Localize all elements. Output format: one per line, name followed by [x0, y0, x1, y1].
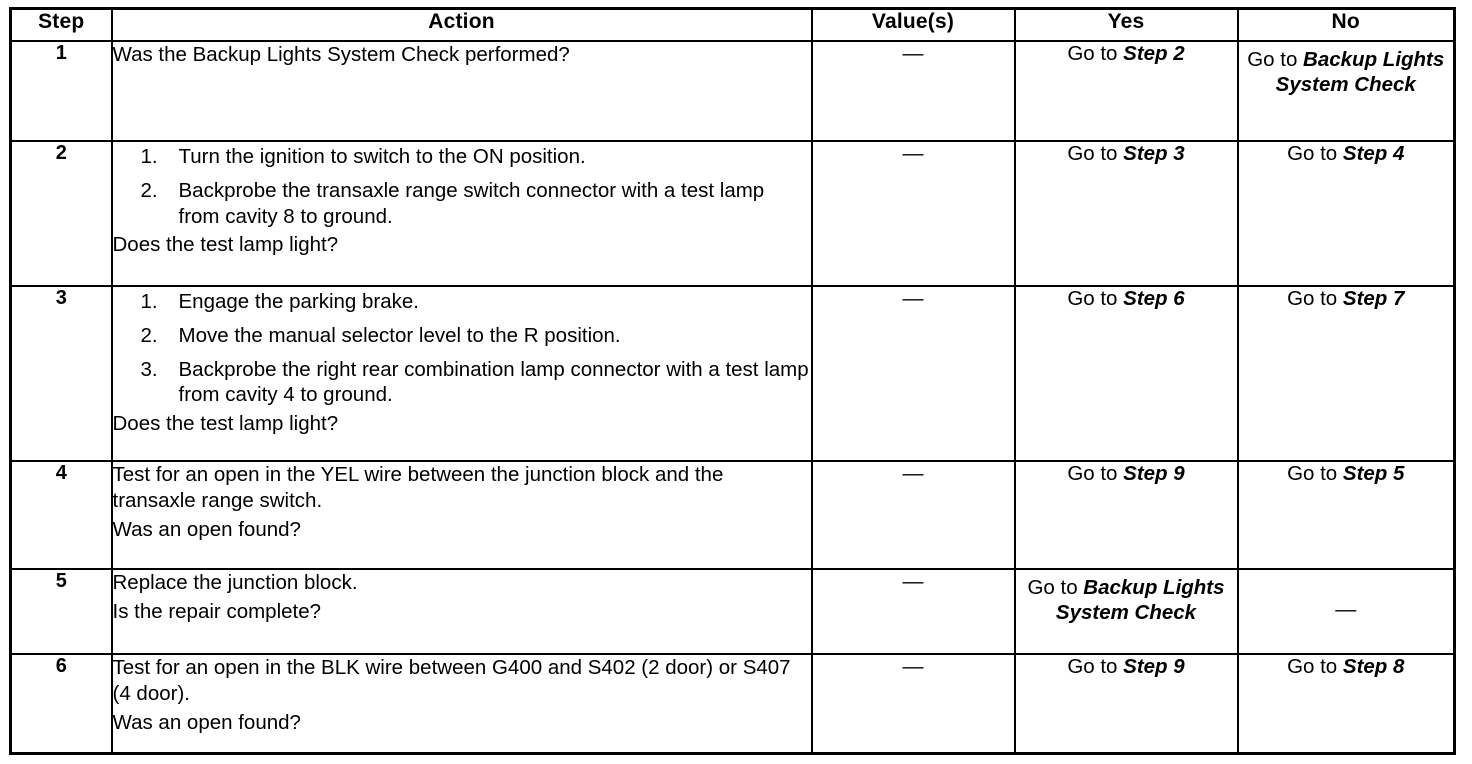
action-step-item: 1. Engage the parking brake.: [113, 289, 811, 315]
table-row: 2 1. Turn the ignition to switch to the ON…: [9, 140, 1456, 287]
action-cell: 1. Turn the ignition to switch to the ON …: [110, 140, 813, 287]
action-cell: Replace the junction block. Is the repair…: [110, 568, 813, 655]
yes-branch-cell: Go to Step 6: [1013, 285, 1239, 462]
branch-destination: Step 3: [1123, 142, 1185, 165]
goto-label: Go to: [1027, 576, 1084, 599]
yes-branch-cell: Go to Step 9: [1013, 460, 1239, 570]
action-step-item: 3. Backprobe the right rear combination l…: [113, 357, 811, 409]
value-cell: —: [810, 285, 1016, 462]
action-cell: Was the Backup Lights System Check perfo…: [110, 40, 813, 142]
value-cell: —: [810, 460, 1016, 570]
value-cell: —: [810, 568, 1016, 655]
action-step-number: 2.: [140, 323, 158, 347]
action-step-text: Backprobe the right rear combination lam…: [178, 357, 809, 407]
action-step-text: Backprobe the transaxle range switch con…: [178, 178, 765, 228]
no-branch-cell: Go to Backup Lights System Check: [1236, 40, 1456, 142]
value-cell: —: [810, 140, 1016, 287]
goto-label: Go to: [1287, 287, 1343, 310]
yes-branch-cell: Go to Step 9: [1013, 653, 1239, 754]
goto-label: Go to: [1067, 287, 1124, 310]
action-step-list: 1. Engage the parking brake. 2. Move the ma…: [113, 289, 811, 408]
yes-branch-cell: Go to Step 2: [1013, 40, 1239, 142]
branch-destination: Step 4: [1342, 142, 1405, 165]
action-cell: Test for an open in the YEL wire between…: [110, 460, 813, 570]
branch-destination: Step 5: [1342, 462, 1405, 485]
no-branch-cell: Go to Step 4: [1236, 140, 1456, 287]
action-step-number: 1.: [140, 145, 158, 168]
branch-destination: Step 9: [1123, 462, 1185, 485]
goto-label: Go to: [1067, 655, 1124, 678]
goto-label: Go to: [1247, 48, 1304, 71]
value-cell: —: [810, 40, 1016, 142]
action-question-text: Is the repair complete?: [112, 600, 322, 624]
step-number-cell: 4: [9, 460, 113, 570]
step-number-cell: 6: [9, 653, 113, 754]
action-lead-text: Test for an open in the YEL wire between…: [112, 463, 724, 513]
branch-dash: —: [1335, 597, 1357, 621]
branch-destination: Step 8: [1342, 655, 1405, 678]
action-cell: Test for an open in the BLK wire between…: [110, 653, 813, 754]
goto-label: Go to: [1067, 42, 1124, 65]
header-row: Step Action Value(s) Yes No: [9, 7, 1456, 42]
column-header-value: Value(s): [810, 7, 1016, 42]
goto-label: Go to: [1287, 462, 1343, 485]
action-lead-text: Was the Backup Lights System Check perfo…: [112, 43, 570, 66]
step-number-cell: 1: [9, 40, 113, 142]
no-branch-cell: Go to Step 8: [1236, 653, 1456, 754]
no-branch-cell: Go to Step 7: [1236, 285, 1456, 462]
yes-branch-cell: Go to Step 3: [1013, 140, 1239, 287]
branch-destination: Step 6: [1123, 287, 1185, 310]
action-step-list: 1. Turn the ignition to switch to the ON …: [113, 144, 811, 229]
action-step-text: Engage the parking brake.: [178, 290, 419, 313]
step-number-cell: 3: [9, 285, 113, 462]
action-question-text: Was an open found?: [112, 711, 301, 735]
action-step-text: Turn the ignition to switch to the ON po…: [178, 145, 586, 168]
action-step-item: 2. Move the manual selector level to the …: [113, 323, 811, 349]
branch-destination: Step 7: [1342, 287, 1405, 310]
table-row: 3 1. Engage the parking brake. 2. Move the m…: [9, 285, 1456, 462]
branch-destination: Step 2: [1123, 42, 1185, 65]
column-header-no: No: [1236, 7, 1456, 42]
action-question-text: Does the test lamp light?: [112, 412, 339, 436]
action-lead-text: Replace the junction block.: [112, 571, 358, 594]
branch-destination: Step 9: [1123, 655, 1185, 678]
action-step-item: 2. Backprobe the transaxle range switch c…: [113, 178, 811, 230]
yes-branch-cell: Go to Backup Lights System Check: [1013, 568, 1239, 655]
goto-label: Go to: [1287, 655, 1343, 678]
branch-destination: Backup Lights System Check: [1275, 48, 1445, 96]
value-cell: —: [810, 653, 1016, 754]
action-lead-text: Test for an open in the BLK wire between…: [112, 656, 791, 706]
no-branch-cell: Go to Step 5: [1236, 460, 1456, 570]
step-number-cell: 2: [9, 140, 113, 287]
action-step-text: Move the manual selector level to the R …: [178, 323, 621, 347]
goto-label: Go to: [1067, 462, 1124, 485]
column-header-step: Step: [9, 7, 113, 42]
goto-label: Go to: [1287, 142, 1343, 165]
action-question-text: Was an open found?: [112, 518, 301, 542]
no-branch-cell: —: [1236, 568, 1456, 655]
column-header-action: Action: [110, 7, 813, 42]
column-header-yes: Yes: [1013, 7, 1239, 42]
branch-destination: Backup Lights System Check: [1055, 576, 1225, 624]
table-header: Step Action Value(s) Yes No: [9, 7, 1456, 42]
action-step-number: 3.: [140, 357, 158, 381]
action-cell: 1. Engage the parking brake. 2. Move the ma…: [110, 285, 813, 462]
action-step-number: 2.: [140, 178, 158, 202]
action-question-text: Does the test lamp light?: [112, 233, 339, 257]
step-number-cell: 5: [9, 568, 113, 655]
action-step-number: 1.: [140, 290, 158, 313]
action-step-item: 1. Turn the ignition to switch to the ON …: [113, 144, 811, 170]
goto-label: Go to: [1067, 142, 1124, 165]
